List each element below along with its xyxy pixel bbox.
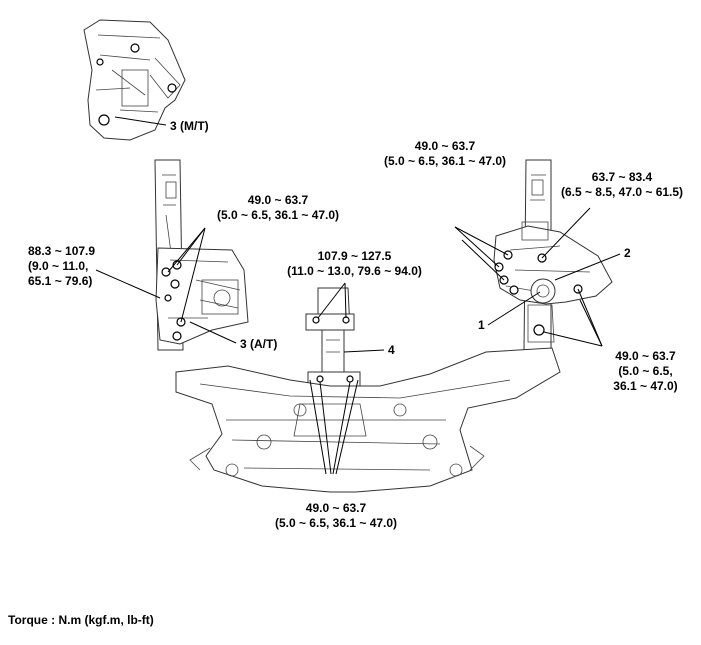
- mt-leader: [114, 116, 167, 126]
- mt-bolt: [130, 43, 140, 53]
- callout-at-mount: 3 (A/T): [240, 337, 278, 351]
- at-bolt: [161, 267, 171, 277]
- torque-label-right-lower: 49.0 ~ 63.7 (5.0 ~ 6.5, 36.1 ~ 47.0): [613, 349, 678, 393]
- mt-mount-bracket: [83, 19, 186, 141]
- rs-bolt: [312, 316, 320, 324]
- at-bolt: [170, 279, 180, 289]
- torque-label-left-side: 88.3 ~ 107.9 (9.0 ~ 11.0, 65.1 ~ 79.6): [28, 244, 96, 288]
- torque-label-bottom-center: 49.0 ~ 63.7 (5.0 ~ 6.5, 36.1 ~ 47.0): [274, 501, 398, 530]
- callout-1: 1: [478, 318, 485, 332]
- rs-bolt: [316, 375, 324, 383]
- callout-2: 2: [624, 246, 631, 260]
- callout-4: 4: [388, 343, 395, 357]
- engine-mount-bracket: [493, 221, 613, 343]
- sub-frame: [175, 347, 561, 493]
- mt-bolt: [96, 58, 104, 66]
- torque-label-far-right: 63.7 ~ 83.4 (6.5 ~ 8.5, 47.0 ~ 61.5): [560, 170, 684, 199]
- em-bolt: [509, 285, 519, 295]
- em-bolt: [533, 324, 545, 336]
- torque-units-footer: Torque : N.m (kgf.m, lb-ft): [8, 613, 154, 627]
- torque-label-left-upper: 49.0 ~ 63.7 (5.0 ~ 6.5, 36.1 ~ 47.0): [216, 193, 340, 222]
- at-bolt: [164, 294, 172, 302]
- at-mount-bracket: [155, 247, 249, 345]
- rs-bolt: [346, 375, 354, 383]
- torque-label-top-right: 49.0 ~ 63.7 (5.0 ~ 6.5, 36.1 ~ 47.0): [383, 139, 507, 168]
- mt-bolt: [167, 83, 177, 93]
- mt-bolt: [98, 114, 110, 126]
- leader-lines: [95, 207, 621, 475]
- roll-stopper: [305, 287, 361, 387]
- callout-mt-mount: 3 (M/T): [170, 119, 209, 133]
- torque-label-center-upper: 107.9 ~ 127.5 (11.0 ~ 13.0, 79.6 ~ 94.0): [287, 249, 422, 278]
- at-bolt: [172, 331, 182, 341]
